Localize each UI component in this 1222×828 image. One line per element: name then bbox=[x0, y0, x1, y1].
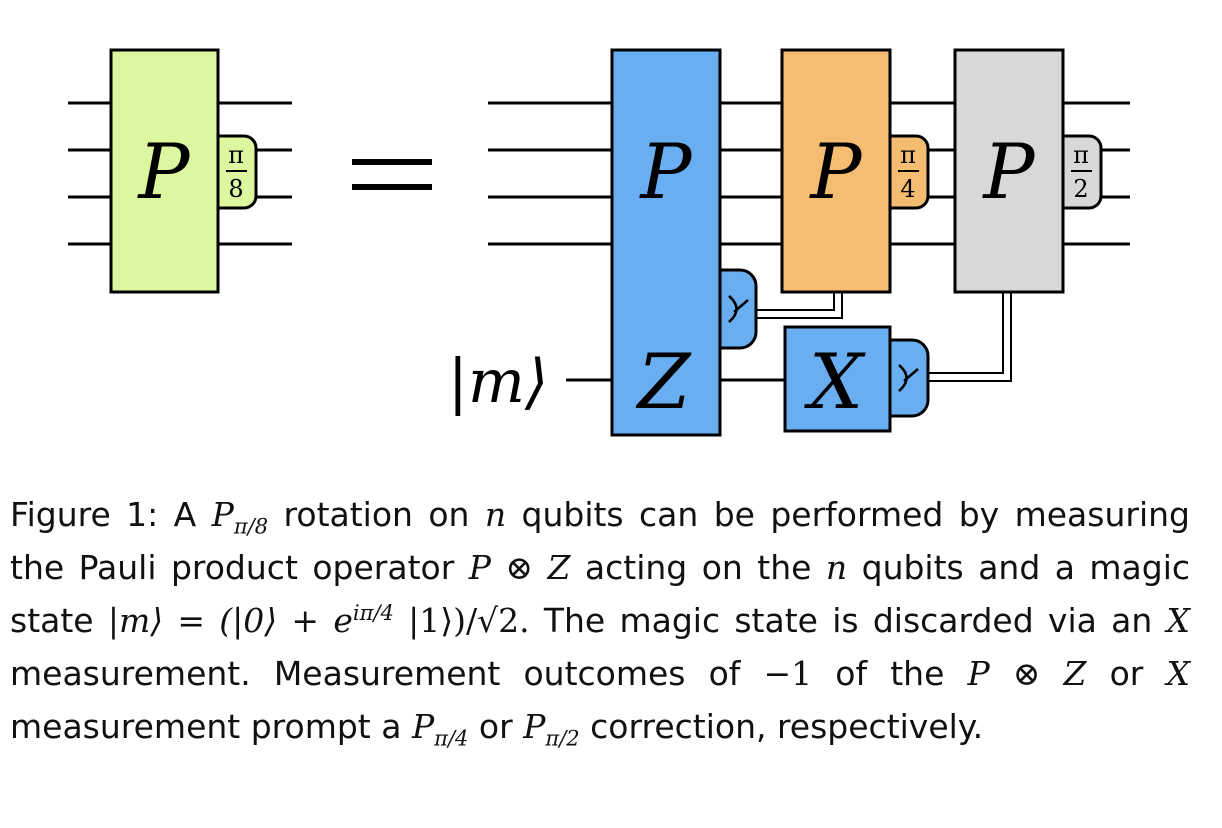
x-label: X bbox=[804, 337, 866, 426]
n-symbol-1: n bbox=[484, 495, 507, 534]
caption-text-4: qubits and a magic state bbox=[10, 548, 1191, 640]
caption-text-6: measurement. Measurement outcomes of bbox=[10, 654, 741, 693]
x-symbol-1: X bbox=[1166, 601, 1191, 640]
n-symbol-2: n bbox=[825, 548, 848, 587]
caption-text-8: or bbox=[1109, 654, 1144, 693]
p-pi4-subscript: π/4 bbox=[434, 726, 469, 751]
classical-wire-b-outer bbox=[928, 292, 1004, 374]
caption-text-10: or bbox=[478, 707, 513, 746]
caption-word-a: A bbox=[173, 495, 197, 534]
big-z-label: Z bbox=[636, 337, 692, 426]
p-pi2-symbol: Pπ/2 bbox=[523, 707, 580, 751]
caption-text-1: rotation on bbox=[283, 495, 470, 534]
p-pi8-subscript: π/8 bbox=[233, 514, 269, 539]
figure-label: Figure 1: bbox=[10, 495, 159, 534]
p-pi8-symbol: Pπ/8 bbox=[211, 495, 269, 539]
caption-text-5: The magic state is discarded via an bbox=[543, 601, 1153, 640]
big-p-label: P bbox=[638, 127, 693, 216]
pi4-den: 4 bbox=[900, 175, 915, 203]
left-angle-den: 8 bbox=[228, 175, 243, 203]
big-pz-gate bbox=[610, 48, 722, 437]
minus-one: −1 bbox=[763, 654, 813, 693]
figure-caption: Figure 1: A Pπ/8 rotation on n qubits ca… bbox=[10, 488, 1190, 753]
left-angle-num: π bbox=[228, 141, 244, 169]
equals-sign bbox=[352, 159, 432, 190]
magic-state-tail: |1⟩)/√2. bbox=[408, 601, 530, 640]
p-pi4-symbol: Pπ/4 bbox=[411, 707, 469, 751]
caption-text-9: measurement prompt a bbox=[10, 707, 402, 746]
pi2-den: 2 bbox=[1073, 175, 1088, 203]
x-symbol-2: X bbox=[1166, 654, 1190, 693]
circuit-diagram: P π 8 P Z P π 4 P π 2 X |m⟩ bbox=[68, 48, 1130, 437]
left-p-gate bbox=[109, 48, 220, 294]
p-pi2-subscript: π/2 bbox=[545, 726, 580, 751]
classical-wire-a-outer bbox=[756, 292, 835, 311]
classical-wire-b-inner bbox=[928, 292, 1012, 382]
caption-text-2: qubits can be performed by measuring the… bbox=[10, 495, 1190, 587]
p-pi4-correction-gate bbox=[780, 48, 892, 294]
ancilla-ket-label: |m⟩ bbox=[448, 347, 549, 417]
classical-wire-a-inner bbox=[756, 292, 843, 319]
p-pi2-correction-gate bbox=[953, 48, 1065, 294]
pi4-num: π bbox=[900, 141, 916, 169]
pz-meter-icon bbox=[728, 295, 749, 323]
x-meter-icon bbox=[898, 364, 919, 392]
caption-text-3: acting on the bbox=[584, 548, 812, 587]
magic-state-head: |m⟩ = (|0⟩ + e bbox=[107, 601, 353, 640]
p-otimes-z-2: P ⊗ Z bbox=[967, 654, 1087, 693]
caption-text-11: correction, respectively. bbox=[590, 707, 984, 746]
p-pi2-label: P bbox=[981, 127, 1036, 216]
left-p-label: P bbox=[136, 127, 191, 216]
pi2-num: π bbox=[1073, 141, 1089, 169]
p-otimes-z-1: P ⊗ Z bbox=[468, 548, 571, 587]
caption-text-7: of the bbox=[835, 654, 945, 693]
magic-state-formula: |m⟩ = (|0⟩ + eiπ/4 |1⟩)/√2. bbox=[108, 601, 530, 640]
magic-state-exponent: iπ/4 bbox=[352, 601, 394, 625]
p-pi4-label: P bbox=[808, 127, 863, 216]
